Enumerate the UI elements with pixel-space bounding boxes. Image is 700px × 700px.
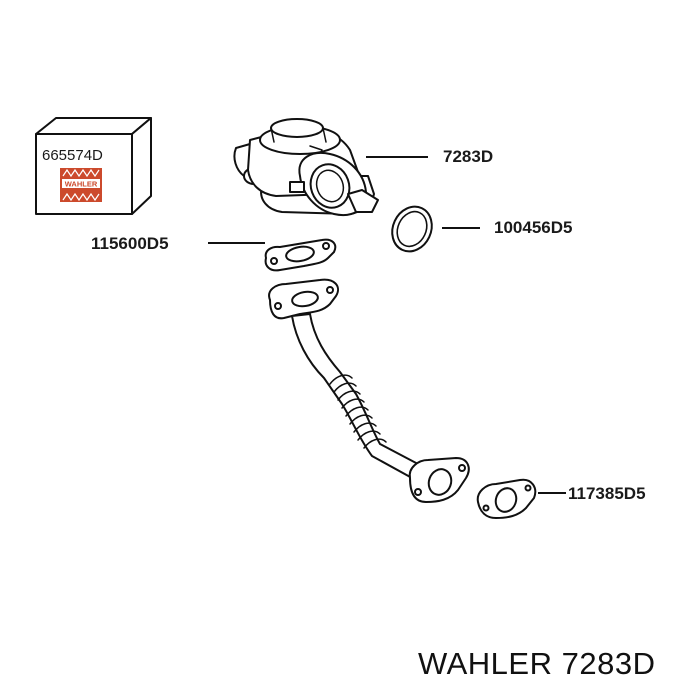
valve-outlet-inner [315, 169, 345, 203]
upper-gasket-drawing [264, 238, 337, 272]
bellow-ring [341, 398, 365, 409]
pipe-bellows [329, 374, 387, 449]
footer-brand: WAHLER [418, 646, 553, 681]
pipe-top-bolt [326, 286, 334, 294]
bellow-ring [357, 430, 381, 441]
package-box: 665574D WAHLER [35, 117, 152, 215]
valve-bolt-boss [289, 181, 305, 193]
lower-gasket-bolt-hole [524, 484, 532, 492]
bellow-ring [337, 390, 361, 401]
wahler-logo: WAHLER [60, 168, 102, 202]
lower-gasket-hole [494, 487, 518, 513]
egr-pipe-drawing [268, 278, 470, 503]
leader-lines [208, 156, 566, 494]
label-gasket-upper: 115600D5 [91, 234, 169, 253]
upper-gasket-bolt-hole [270, 257, 278, 265]
pipe-top-port [291, 290, 319, 308]
o-ring-drawing [391, 205, 433, 253]
pipe-top-bolt [274, 302, 282, 310]
valve-cap-top [270, 118, 324, 138]
logo-text: WAHLER [65, 180, 98, 189]
box-code: 665574D [42, 147, 103, 164]
label-gasket-lower: 117385D5 [568, 484, 646, 503]
valve-cap-sides [270, 127, 327, 143]
logo-zigzag-bottom [62, 192, 100, 202]
lower-gasket-bolt-hole [482, 504, 490, 512]
pipe-bottom-bolt [458, 464, 466, 472]
pipe-bottom-bolt [414, 488, 422, 496]
label-egr-valve: 7283D [443, 147, 493, 166]
upper-gasket-hole [285, 245, 315, 263]
pipe-bottom-port [427, 468, 453, 496]
upper-gasket-bolt-hole [322, 242, 330, 250]
bellow-ring [363, 438, 387, 449]
bellow-ring [345, 406, 369, 417]
egr-valve-drawing [233, 118, 379, 216]
pipe-tube [291, 313, 419, 479]
lower-gasket-drawing [476, 478, 537, 519]
bellow-ring [349, 414, 373, 425]
logo-band [62, 179, 100, 188]
footer-caption: WAHLER 7283D [418, 646, 655, 682]
box-side [131, 117, 152, 215]
logo-zigzag-top [62, 168, 100, 178]
bellow-ring [333, 382, 357, 393]
label-o-ring: 100456D5 [494, 218, 572, 237]
o-ring-inner [396, 210, 428, 248]
bellow-ring [329, 374, 353, 385]
valve-outlet-port [309, 163, 351, 209]
bellow-ring [353, 422, 377, 433]
footer-part-number: 7283D [561, 646, 656, 681]
valve-actuator [347, 189, 379, 213]
